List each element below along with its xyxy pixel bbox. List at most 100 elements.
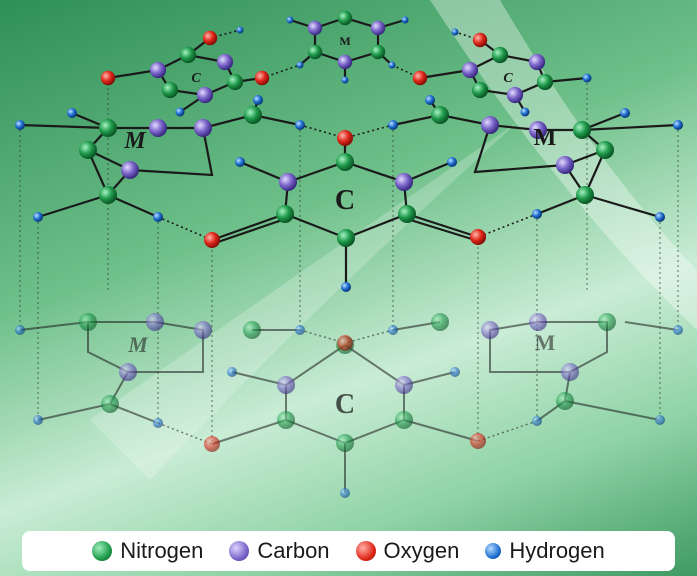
- hydrogen-swatch-icon: [485, 543, 502, 559]
- nitrogen-atom: [573, 121, 591, 139]
- hydrogen-atom: [15, 120, 25, 130]
- carbon-swatch-icon: [229, 541, 250, 561]
- hydrogen-atom: [520, 107, 530, 117]
- hydrogen-atom: [175, 107, 185, 117]
- carbon-atom: [307, 20, 323, 36]
- oxygen-atom: [254, 70, 270, 86]
- hydrogen-atom: [286, 16, 294, 24]
- carbon-atom: [370, 20, 386, 36]
- carbon-atom: [395, 173, 413, 191]
- hydrogen-atom: [153, 418, 163, 428]
- hydrogen-atom: [15, 325, 25, 335]
- legend: Nitrogen Carbon Oxygen Hydrogen: [22, 531, 675, 571]
- carbon-atom: [506, 86, 524, 104]
- nitrogen-atom: [395, 411, 413, 429]
- cyanuric-ring-label: C: [335, 185, 355, 216]
- carbon-atom: [216, 53, 234, 71]
- hydrogen-atom: [655, 415, 665, 425]
- carbon-atom: [149, 119, 167, 137]
- back-ring-label-left: C: [191, 71, 201, 86]
- hydrogen-atom: [673, 325, 683, 335]
- oxygen-atom: [470, 229, 486, 245]
- nitrogen-atom: [370, 44, 386, 60]
- hydrogen-atom: [236, 26, 244, 34]
- legend-label: Nitrogen: [120, 538, 204, 563]
- nitrogen-atom: [536, 73, 554, 91]
- hydrogen-atom: [401, 16, 409, 24]
- nitrogen-atom: [79, 141, 97, 159]
- legend-item-carbon: Carbon: [229, 538, 330, 564]
- nitrogen-atom: [337, 229, 355, 247]
- hydrogen-atom: [235, 157, 245, 167]
- hydrogen-atom: [340, 488, 350, 498]
- legend-label: Carbon: [257, 538, 330, 563]
- oxygen-atom: [470, 433, 486, 449]
- carbon-atom: [528, 53, 546, 71]
- carbon-atom: [481, 116, 499, 134]
- melamine-ring-label-right: M: [534, 125, 557, 151]
- legend-label: Oxygen: [383, 538, 460, 563]
- hydrogen-atom: [451, 28, 459, 36]
- nitrogen-atom: [244, 106, 262, 124]
- nitrogen-atom: [161, 81, 179, 99]
- nitrogen-atom: [307, 44, 323, 60]
- hydrogen-atom: [450, 367, 460, 377]
- nitrogen-atom: [99, 186, 117, 204]
- oxygen-atom: [204, 436, 220, 452]
- carbon-atom: [337, 54, 353, 70]
- oxygen-atom: [204, 232, 220, 248]
- carbon-atom: [146, 313, 164, 331]
- hydrogen-atom: [532, 209, 542, 219]
- carbon-atom: [561, 363, 579, 381]
- nitrogen-atom: [179, 46, 197, 64]
- nitrogen-atom: [556, 392, 574, 410]
- nitrogen-atom: [336, 153, 354, 171]
- hydrogen-atom: [447, 157, 457, 167]
- carbon-atom: [149, 61, 167, 79]
- hydrogen-atom: [341, 282, 351, 292]
- nitrogen-swatch-icon: [92, 541, 113, 561]
- hydrogen-atom: [388, 120, 398, 130]
- oxygen-swatch-icon: [355, 541, 376, 561]
- nitrogen-atom: [101, 395, 119, 413]
- carbon-atom: [277, 376, 295, 394]
- carbon-atom: [481, 321, 499, 339]
- nitrogen-atom: [398, 205, 416, 223]
- back-ring-label-right: C: [503, 71, 513, 86]
- nitrogen-atom: [576, 186, 594, 204]
- carbon-atom: [461, 61, 479, 79]
- hydrogen-atom: [33, 212, 43, 222]
- hydrogen-atom: [253, 95, 263, 105]
- hydrogen-atom: [655, 212, 665, 222]
- hydrogen-atom: [620, 108, 630, 118]
- back-ring-label-center: M: [339, 34, 350, 48]
- hydrogen-atom: [425, 95, 435, 105]
- nitrogen-atom: [99, 119, 117, 137]
- carbon-atom: [556, 156, 574, 174]
- carbon-atom: [121, 161, 139, 179]
- legend-item-hydrogen: Hydrogen: [485, 538, 605, 564]
- nitrogen-atom: [431, 313, 449, 331]
- hydrogen-atom: [296, 61, 304, 69]
- hydrogen-atom: [341, 76, 349, 84]
- hydrogen-atom: [295, 120, 305, 130]
- hydrogen-atom: [388, 325, 398, 335]
- nitrogen-atom: [277, 411, 295, 429]
- carbon-atom: [395, 376, 413, 394]
- hydrogen-atom: [153, 212, 163, 222]
- hydrogen-atom: [582, 73, 592, 83]
- hydrogen-atom: [295, 325, 305, 335]
- atoms: [15, 10, 683, 498]
- nitrogen-atom: [431, 106, 449, 124]
- carbon-atom: [529, 121, 547, 139]
- carbon-atom: [194, 321, 212, 339]
- carbon-atom: [119, 363, 137, 381]
- legend-item-nitrogen: Nitrogen: [92, 538, 203, 564]
- legend-item-oxygen: Oxygen: [355, 538, 460, 564]
- nitrogen-atom: [243, 321, 261, 339]
- nitrogen-atom: [79, 313, 97, 331]
- nitrogen-atom: [491, 46, 509, 64]
- hydrogen-atom: [227, 367, 237, 377]
- carbon-atom: [194, 119, 212, 137]
